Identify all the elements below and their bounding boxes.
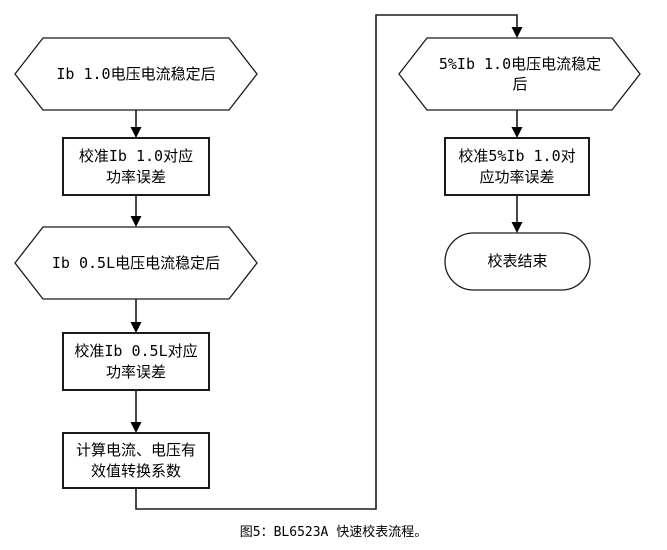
node-label-ib10-stable: Ib 1.0电压电流稳定后 bbox=[56, 64, 216, 83]
node-label-ib05l-stable: Ib 0.5L电压电流稳定后 bbox=[51, 253, 221, 272]
node-label-cal-ib10: 校准Ib 1.0对应 功率误差 bbox=[78, 147, 194, 186]
node-label-ib5pct-stable: 5%Ib 1.0电压电流稳定 后 bbox=[438, 54, 602, 93]
arrowhead-icon bbox=[511, 27, 523, 38]
arrowhead-icon bbox=[130, 322, 142, 333]
arrowhead-icon bbox=[511, 222, 523, 233]
hexagon-ib05l-stable-shape bbox=[14, 226, 258, 300]
arrowhead-icon bbox=[130, 422, 142, 433]
process-cal-ib10-shape bbox=[62, 137, 210, 196]
hexagon-ib10-stable-shape bbox=[14, 37, 258, 111]
hexagon-ib5pct-stable-shape bbox=[398, 37, 641, 111]
terminator-finish-shape bbox=[444, 232, 591, 291]
connector-rect3-to-hex3 bbox=[135, 14, 518, 510]
node-label-finish: 校表结束 bbox=[487, 252, 548, 271]
arrowhead-icon bbox=[511, 127, 523, 138]
node-label-cal-ib5pct: 校准5%Ib 1.0对 应功率误差 bbox=[458, 147, 576, 186]
arrowhead-icon bbox=[130, 127, 142, 138]
figure-caption: 图5：BL6523A 快速校表流程。 bbox=[239, 525, 428, 540]
node-label-cal-ib05l: 校准Ib 0.5L对应 功率误差 bbox=[74, 342, 198, 381]
arrowhead-icon bbox=[130, 216, 142, 227]
node-label-calc-rms: 计算电流、电压有 效值转换系数 bbox=[75, 441, 196, 480]
